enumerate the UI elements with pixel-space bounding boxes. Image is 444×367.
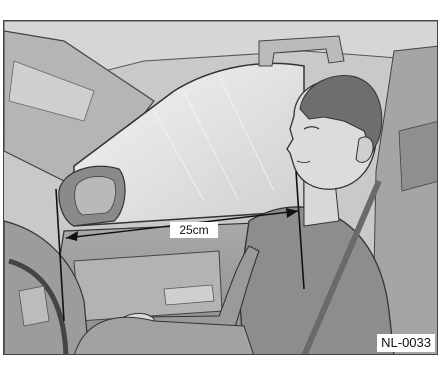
mirror-glass <box>75 176 116 215</box>
headrest <box>399 121 438 191</box>
figure-code: NL-0033 <box>377 334 435 352</box>
seating-illustration: 25cm NL-0033 <box>3 20 438 355</box>
door-handle <box>164 285 214 305</box>
distance-label: 25cm <box>170 222 218 238</box>
dash-vent <box>19 286 49 326</box>
driver-airbag-distance-drawing <box>4 21 438 355</box>
